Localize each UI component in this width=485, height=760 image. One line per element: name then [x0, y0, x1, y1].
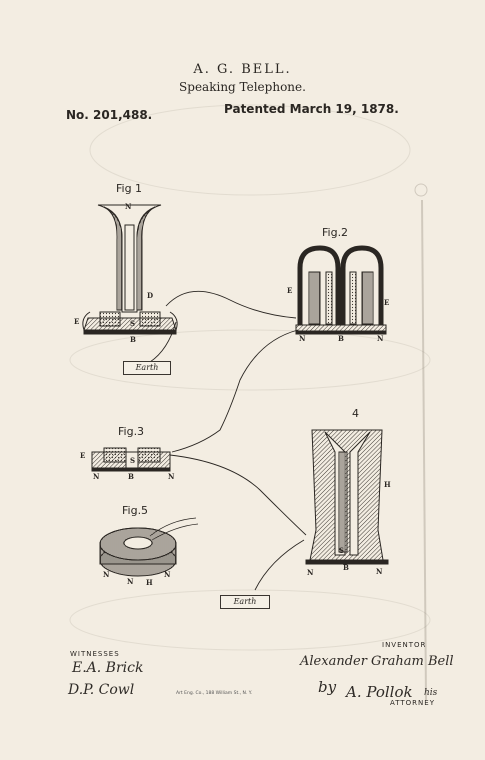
earth-box-2: Earth	[220, 595, 270, 609]
fig3-letter-n-left: N	[93, 472, 100, 481]
connecting-wires	[149, 290, 307, 591]
fig2-letter-n-left: N	[299, 334, 306, 343]
witness-signature-1: E.A. Brick	[72, 660, 144, 676]
decorative-stem	[414, 183, 428, 701]
inventor-heading: INVENTOR	[382, 641, 427, 649]
fig4-letter-n-left: N	[307, 568, 314, 577]
fig5-label: Fig.5	[122, 504, 149, 517]
fig2-letter-s: S	[337, 316, 343, 325]
printer-credit: Art Eng. Co., 188 William St., N. Y.	[176, 691, 252, 696]
witnesses-heading: WITNESSES	[70, 650, 120, 658]
fig3-letter-s: S	[130, 456, 136, 465]
fig1-letter-e: E	[74, 317, 80, 326]
fig2-letter-e-left: E	[287, 286, 293, 295]
fig5-letter-n-right: N	[164, 570, 171, 579]
earth-box-1: Earth	[123, 361, 171, 375]
fig4-letter-b: B	[343, 563, 349, 572]
fig4-letter-h: H	[384, 480, 391, 489]
inventor-name: A. G. BELL.	[193, 62, 292, 77]
attorney-signature: A. Pollok	[346, 683, 413, 701]
fig2-label: Fig.2	[322, 226, 349, 239]
attorney-heading: ATTORNEY	[390, 699, 435, 707]
fig3-drawing	[91, 447, 171, 472]
inventor-signature: Alexander Graham Bell	[300, 654, 454, 669]
fig1-letter-d: D	[147, 291, 154, 300]
fig5-letter-n-mid: N	[127, 577, 134, 586]
patent-date: Patented March 19, 1878.	[224, 102, 399, 116]
fig1-letter-b: B	[130, 335, 136, 344]
fig4-letter-s: S	[339, 546, 345, 555]
faint-stamp	[69, 104, 431, 651]
fig3-letter-b: B	[128, 472, 134, 481]
fig5-letter-h: H	[146, 578, 153, 587]
fig4-letter-n-right: N	[376, 567, 383, 576]
fig1-drawing	[82, 204, 178, 335]
attorney-his: his	[424, 688, 438, 698]
fig2-letter-e-right: E	[384, 298, 390, 307]
fig4-drawing	[305, 429, 389, 565]
fig3-label: Fig.3	[118, 425, 145, 438]
fig1-letter-n: N	[125, 202, 132, 211]
patent-title: Speaking Telephone.	[179, 80, 306, 94]
fig2-letter-n-right: N	[377, 334, 384, 343]
witness-signature-2: D.P. Cowl	[68, 682, 135, 698]
fig3-letter-n-right: N	[168, 472, 175, 481]
fig1-label: Fig 1	[116, 182, 143, 195]
by-text: by	[318, 678, 337, 696]
fig5-drawing	[99, 517, 199, 577]
fig2-drawing	[295, 245, 387, 335]
fig4-label: 4	[352, 407, 359, 420]
fig5-letter-n-left: N	[103, 570, 110, 579]
fig2-letter-b: B	[338, 334, 344, 343]
patent-number: No. 201,488.	[66, 108, 153, 122]
fig3-letter-e: E	[80, 451, 86, 460]
fig1-letter-s: S	[130, 319, 136, 328]
